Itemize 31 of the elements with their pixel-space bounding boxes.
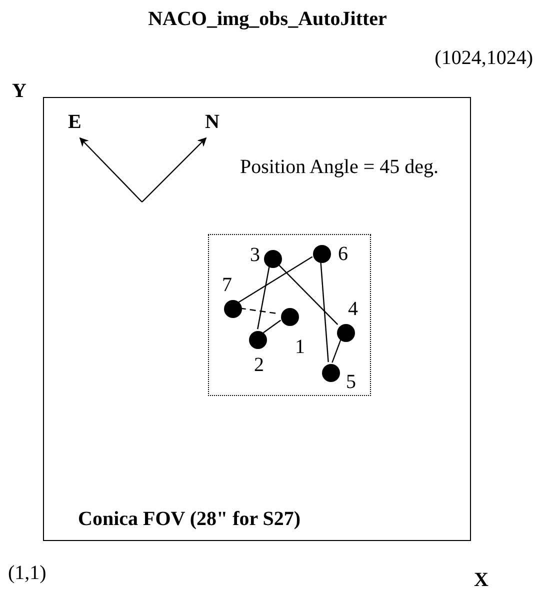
connector-line <box>276 262 338 326</box>
jitter-position-dot <box>281 308 299 326</box>
jitter-position-dot <box>249 331 267 349</box>
corner-coordinate: (1024,1024) <box>434 47 533 69</box>
connector-line <box>257 266 270 330</box>
position-number: 1 <box>295 336 305 358</box>
jitter-position-dot <box>264 250 282 268</box>
diagram-title: NACO_img_obs_AutoJitter <box>147 8 388 30</box>
position-number: 3 <box>250 244 260 266</box>
connector-line <box>332 339 342 363</box>
corner-coordinate: (1,1) <box>8 562 46 584</box>
jitter-position-dot <box>313 245 331 263</box>
jitter-position-dot <box>322 364 340 382</box>
jitter-position-dot <box>337 324 355 342</box>
connector-line <box>262 320 282 334</box>
axis-label: Y <box>12 80 26 102</box>
field-of-view-label: Conica FOV (28" for S27) <box>78 508 301 530</box>
position-number: 5 <box>346 371 356 393</box>
jitter-position-dot <box>224 300 242 318</box>
field-of-view-frame <box>43 97 471 541</box>
connector-line <box>320 260 329 362</box>
position-number: 2 <box>254 354 264 376</box>
direction-label: E <box>68 111 82 133</box>
dotted-jitter-box <box>208 234 371 396</box>
position-number: 7 <box>222 274 232 296</box>
axis-label: X <box>474 569 488 591</box>
position-number: 4 <box>348 298 358 320</box>
position-number: 6 <box>338 243 348 265</box>
direction-label: N <box>205 111 220 133</box>
connector-line <box>238 256 313 303</box>
position-angle-text: Position Angle = 45 deg. <box>240 156 439 178</box>
